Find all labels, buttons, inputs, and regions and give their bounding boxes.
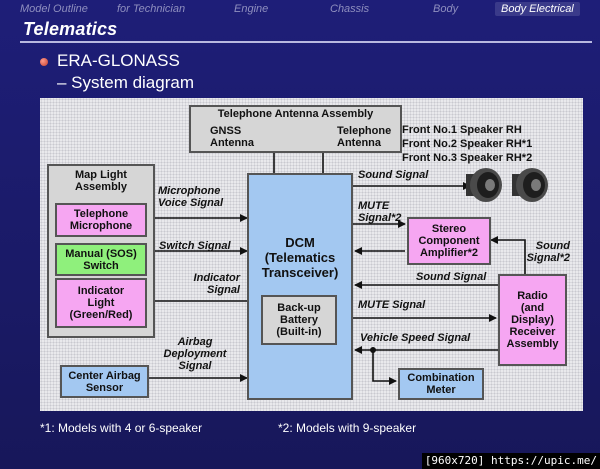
switch-signal-label: Switch Signal	[159, 240, 231, 252]
airbag-deployment-signal-label: Airbag Deployment Signal	[163, 336, 227, 372]
junction-dot	[370, 347, 376, 353]
nav-tab-model-outline[interactable]: Model Outline	[20, 3, 88, 15]
gnss-antenna-label: GNSS Antenna	[210, 125, 254, 149]
sound-signal-mid-label: Sound Signal	[416, 271, 487, 283]
sound-signal-top-label: Sound Signal	[358, 169, 429, 181]
stereo-component-amplifier: Stereo Component Amplifier*2	[407, 217, 491, 265]
mute-signal-top-label: MUTE Signal*2	[358, 200, 402, 224]
footnote-2: *2: Models with 9-speaker	[278, 421, 417, 435]
bullet-icon	[40, 58, 48, 66]
antenna-assembly-title: Telephone Antenna Assembly	[217, 108, 374, 120]
speaker-label-3: Front No.3 Speaker RH*2	[402, 152, 533, 164]
indicator-signal-label: Indicator Signal	[193, 272, 240, 296]
manual-sos-switch: Manual (SOS) Switch	[55, 243, 147, 276]
speed-to-meter-arrow	[372, 350, 397, 385]
sound-signal-right-label: Sound Signal*2	[526, 240, 570, 264]
radio-receiver-assembly: Radio (and Display) Receiver Assembly	[498, 274, 567, 366]
nav-tab-for-technician[interactable]: for Technician	[117, 3, 186, 15]
center-airbag-sensor: Center Airbag Sensor	[60, 365, 149, 398]
dcm-label: DCM (Telematics Transceiver)	[261, 235, 339, 280]
footnote-1: *1: Models with 4 or 6-speaker	[40, 421, 203, 435]
telephone-antenna-assembly: Telephone Antenna Assembly	[189, 105, 402, 153]
telephone-antenna-label: Telephone Antenna	[337, 125, 392, 149]
dcm-telematics-transceiver: DCM (Telematics Transceiver)	[247, 173, 353, 400]
vehicle-speed-signal-label: Vehicle Speed Signal	[360, 332, 471, 344]
nav-tab-engine[interactable]: Engine	[234, 3, 269, 15]
page-title: Telematics	[23, 19, 118, 39]
nav-tab-body-electrical[interactable]: Body Electrical	[495, 2, 580, 16]
watermark: [960x720] https://upic.me/	[421, 453, 600, 469]
speaker-label-1: Front No.1 Speaker RH	[402, 124, 522, 136]
section-heading: ERA-GLONASS	[57, 51, 180, 70]
speaker-icon-2	[512, 168, 548, 202]
backup-battery: Back-up Battery (Built-in)	[261, 295, 337, 345]
radio-to-amplifier-arrow	[490, 236, 526, 274]
map-light-assembly-title: Map Light Assembly	[75, 169, 127, 193]
section-subheading: – System diagram	[57, 73, 194, 92]
mute-signal-mid-label: MUTE Signal	[358, 299, 426, 311]
top-nav: Model Outline for Technician Engine Chas…	[0, 0, 600, 18]
microphone-voice-signal-label: Microphone Voice Signal	[158, 185, 224, 209]
telephone-microphone: Telephone Microphone	[55, 203, 147, 237]
indicator-light: Indicator Light (Green/Red)	[55, 278, 147, 328]
nav-tab-body[interactable]: Body	[433, 3, 459, 15]
nav-tab-chassis[interactable]: Chassis	[330, 3, 370, 15]
title-divider	[20, 41, 592, 43]
speaker-label-2: Front No.2 Speaker RH*1	[402, 138, 533, 150]
combination-meter: Combination Meter	[398, 368, 484, 400]
speaker-icon-1	[466, 168, 502, 202]
